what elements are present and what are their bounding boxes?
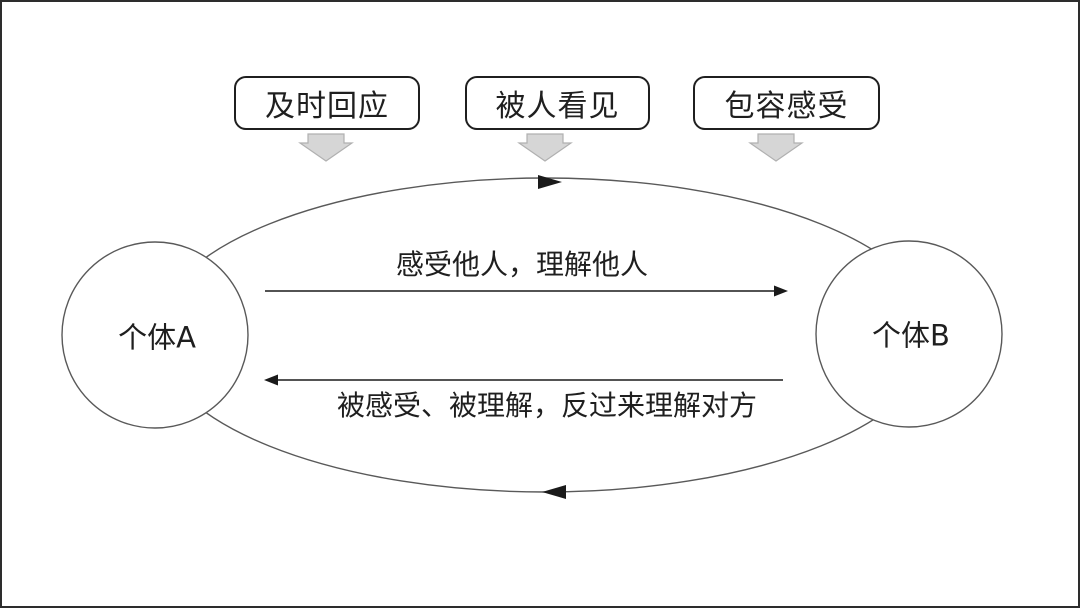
cycle-arrowhead-bottom bbox=[542, 485, 566, 499]
node-circle-a bbox=[61, 241, 249, 429]
concept-box-being-seen: 被人看见 bbox=[465, 76, 650, 130]
concept-box-accepting-feelings: 包容感受 bbox=[693, 76, 880, 130]
node-label-a: 个体A bbox=[118, 320, 196, 355]
down-block-arrow-3 bbox=[748, 133, 804, 162]
cycle-arrowhead-top bbox=[538, 175, 562, 189]
down-block-arrow-2 bbox=[517, 133, 573, 162]
node-label-b: 个体B bbox=[872, 318, 950, 353]
concept-box-timely-response: 及时回应 bbox=[234, 76, 420, 130]
node-circle-b bbox=[815, 240, 1003, 428]
backward-arrow-label: 被感受、被理解，反过来理解对方 bbox=[336, 389, 758, 423]
backward-arrowhead bbox=[264, 374, 278, 386]
forward-arrowhead bbox=[774, 285, 788, 297]
forward-arrow-label: 感受他人，理解他人 bbox=[395, 248, 649, 282]
down-block-arrow-1 bbox=[298, 133, 354, 162]
